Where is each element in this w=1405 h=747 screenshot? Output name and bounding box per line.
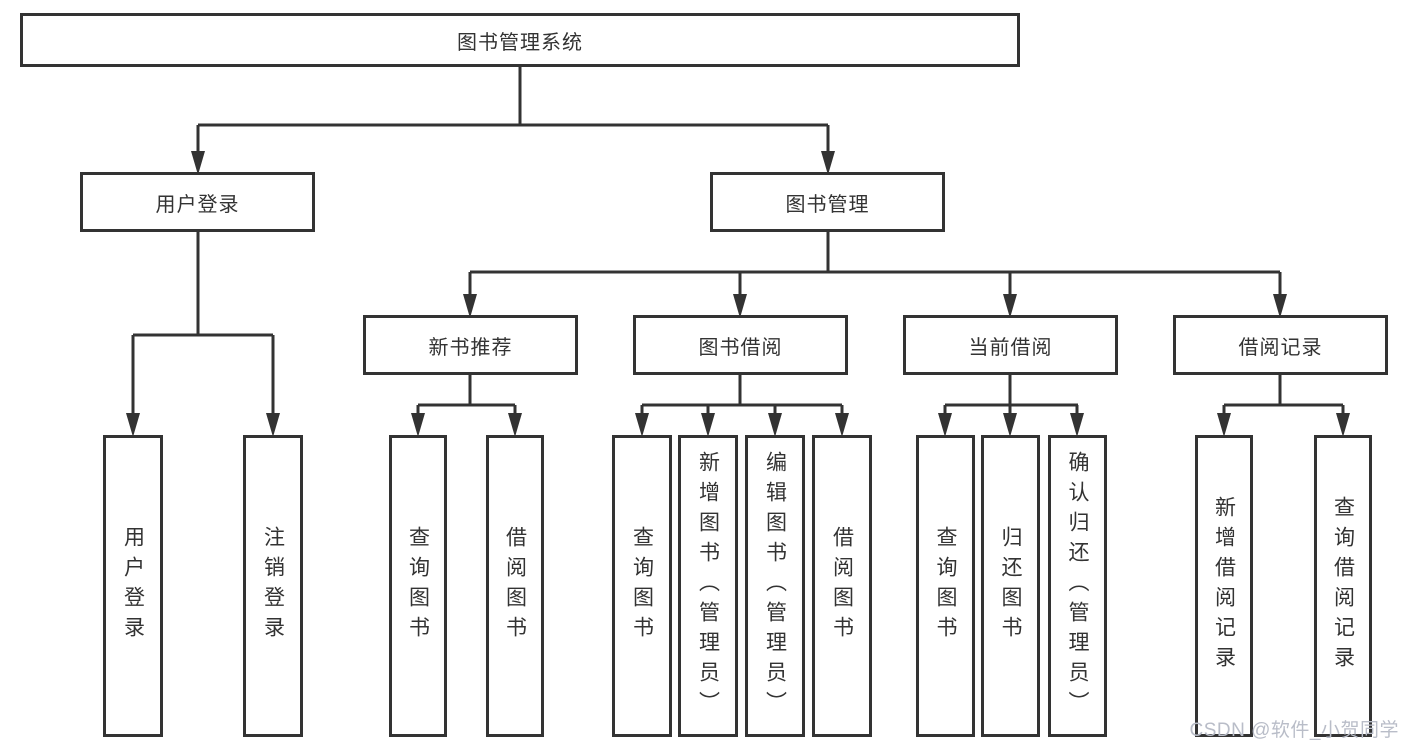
leaf-br-query-record-label: 查询借阅记录: [1331, 496, 1355, 676]
node-book-borrowing: 图书借阅: [633, 315, 848, 375]
node-root-system-label: 图书管理系统: [457, 31, 583, 54]
leaf-cb-query-books: 查询图书: [916, 435, 975, 737]
leaf-cb-return-books-label: 归还图书: [999, 526, 1022, 646]
leaf-bb-add-books-admin-label: 新增图书（管理员）: [696, 451, 720, 721]
leaf-user-login-label: 用户登录: [121, 526, 145, 646]
leaf-logout: 注销登录: [243, 435, 303, 737]
leaf-br-add-record-label: 新增借阅记录: [1212, 496, 1236, 676]
leaf-bb-query-books: 查询图书: [612, 435, 672, 737]
node-user-login: 用户登录: [80, 172, 315, 232]
leaf-user-login: 用户登录: [103, 435, 163, 737]
leaf-rec-query-books-label: 查询图书: [406, 526, 430, 646]
leaf-cb-return-books: 归还图书: [981, 435, 1040, 737]
leaf-cb-confirm-return-admin-label: 确认归还（管理员）: [1066, 451, 1089, 721]
arrowheads: [126, 151, 1350, 437]
csdn-watermark: CSDN @软件_小贺同学: [1189, 720, 1399, 741]
leaf-rec-borrow-books-label: 借阅图书: [503, 526, 527, 646]
leaf-logout-label: 注销登录: [261, 526, 285, 646]
leaf-br-query-record: 查询借阅记录: [1314, 435, 1372, 737]
node-borrowing-records: 借阅记录: [1173, 315, 1388, 375]
leaf-bb-query-books-label: 查询图书: [630, 526, 654, 646]
node-book-borrowing-label: 图书借阅: [698, 336, 783, 359]
leaf-cb-confirm-return-admin: 确认归还（管理员）: [1048, 435, 1107, 737]
node-current-borrowing-label: 当前借阅: [968, 336, 1053, 359]
leaf-rec-borrow-books: 借阅图书: [486, 435, 544, 737]
leaf-bb-borrow-books-label: 借阅图书: [830, 526, 854, 646]
node-current-borrowing: 当前借阅: [903, 315, 1118, 375]
node-new-book-recommendation-label: 新书推荐: [428, 336, 513, 359]
leaf-rec-query-books: 查询图书: [389, 435, 447, 737]
leaf-cb-query-books-label: 查询图书: [934, 526, 957, 646]
node-borrowing-records-label: 借阅记录: [1238, 336, 1323, 359]
node-user-login-label: 用户登录: [155, 193, 240, 216]
node-book-management-label: 图书管理: [785, 193, 870, 216]
leaf-bb-edit-books-admin-label: 编辑图书（管理员）: [763, 451, 787, 721]
node-new-book-recommendation: 新书推荐: [363, 315, 578, 375]
node-root-system: 图书管理系统: [20, 13, 1020, 67]
node-book-management: 图书管理: [710, 172, 945, 232]
leaf-bb-edit-books-admin: 编辑图书（管理员）: [745, 435, 805, 737]
leaf-bb-add-books-admin: 新增图书（管理员）: [678, 435, 738, 737]
leaf-br-add-record: 新增借阅记录: [1195, 435, 1253, 737]
leaf-bb-borrow-books: 借阅图书: [812, 435, 872, 737]
